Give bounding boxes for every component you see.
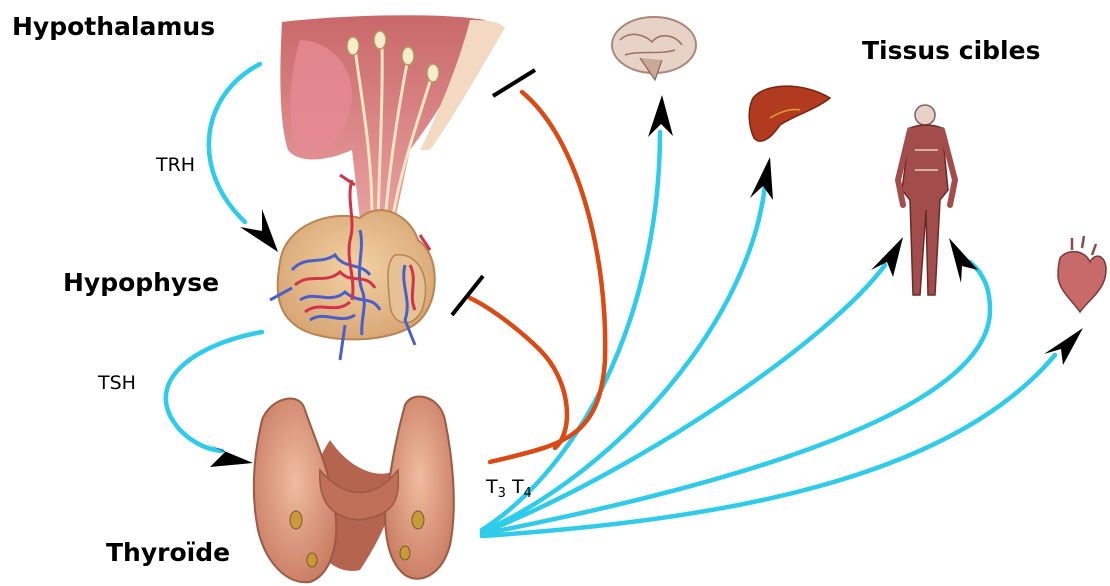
t4-letter: T (512, 476, 524, 498)
liver-icon (749, 86, 830, 141)
label-t3: T3 (486, 476, 506, 498)
pituitary-illustration (270, 175, 435, 360)
t3t4-to-body-arrow (482, 265, 885, 533)
hypothalamus-illustration (280, 15, 505, 222)
arrowhead-liver (750, 157, 773, 200)
feedback-to-pituitary-line (470, 298, 567, 448)
label-tsh: TSH (98, 372, 136, 394)
tsh-arrow (166, 332, 262, 451)
arrowhead-trh (240, 209, 278, 252)
thyroid-illustration (254, 397, 454, 583)
body-muscle-icon (898, 105, 955, 295)
heart-icon (1058, 236, 1106, 312)
t3t4-to-body-right-arrow (482, 262, 990, 534)
arrowhead-body-right (949, 238, 978, 283)
label-t4: T4 (512, 476, 532, 498)
label-tissus-cibles: Tissus cibles (862, 36, 1040, 65)
t3t4-to-brain-arrow (482, 132, 660, 530)
t3-subscript: 3 (498, 486, 506, 501)
label-t3-t4: T3 T4 (486, 476, 532, 501)
feedback-to-hypothalamus-line (490, 92, 605, 462)
t3-letter: T (486, 476, 498, 498)
inhibition-bar-pituitary (452, 276, 483, 315)
label-thyroide: Thyroïde (106, 538, 230, 567)
trh-arrow (209, 64, 260, 222)
label-hypothalamus: Hypothalamus (12, 12, 215, 41)
brain-icon (612, 17, 696, 80)
arrowhead-body (871, 237, 903, 277)
label-hypophyse: Hypophyse (63, 268, 219, 297)
label-trh: TRH (156, 154, 195, 176)
inhibition-bar-hypothalamus (493, 70, 535, 96)
t4-subscript: 4 (524, 486, 532, 501)
arrowhead-tsh (205, 443, 253, 467)
